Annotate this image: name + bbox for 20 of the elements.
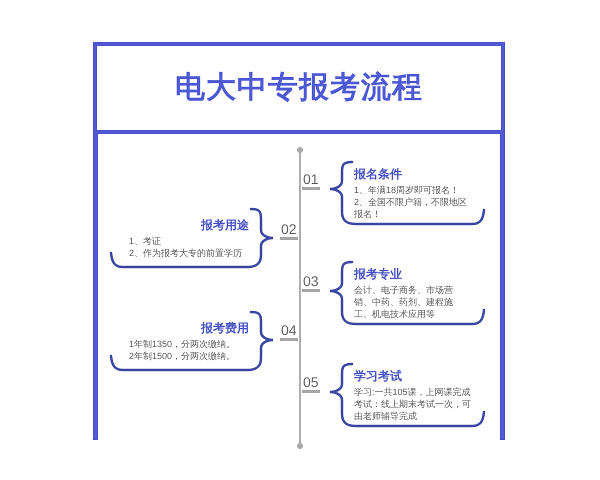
callout-text: 2、全国不限户籍，不限地区报名！ — [354, 196, 468, 220]
step-number: 02 — [280, 222, 298, 240]
step-number: 03 — [302, 274, 320, 292]
step-number: 01 — [302, 172, 320, 190]
callout-text: 2年制1500，分两次缴纳。 — [129, 350, 236, 362]
callout-text: 2、作为报考大专的前置学历 — [129, 247, 244, 259]
callout-heading: 报考用途 — [200, 218, 249, 233]
callout-heading: 报名条件 — [354, 167, 403, 182]
callout-text: 会计、电子商务、市场营销、中药、药剂、建程施工、机电技术应用等 — [354, 284, 454, 320]
callout-text: 1、考证 — [129, 235, 162, 247]
callout-text: 学习:一共105课，上网课完成 — [354, 386, 472, 398]
step-number: 05 — [302, 375, 320, 393]
callout-heading: 学习考试 — [354, 369, 403, 384]
step-number: 04 — [280, 323, 298, 341]
title: 电大中专报考流程 — [175, 70, 423, 106]
callout-text: 考试：线上期末考试一次，可由老师辅导完成 — [354, 398, 472, 422]
callout-text: 1年制1350，分两次缴纳。 — [129, 338, 236, 350]
callout-heading: 报考专业 — [354, 267, 403, 282]
callout-text: 1、年满18周岁即可报名！ — [354, 184, 460, 196]
callout-heading: 报考费用 — [200, 321, 249, 336]
